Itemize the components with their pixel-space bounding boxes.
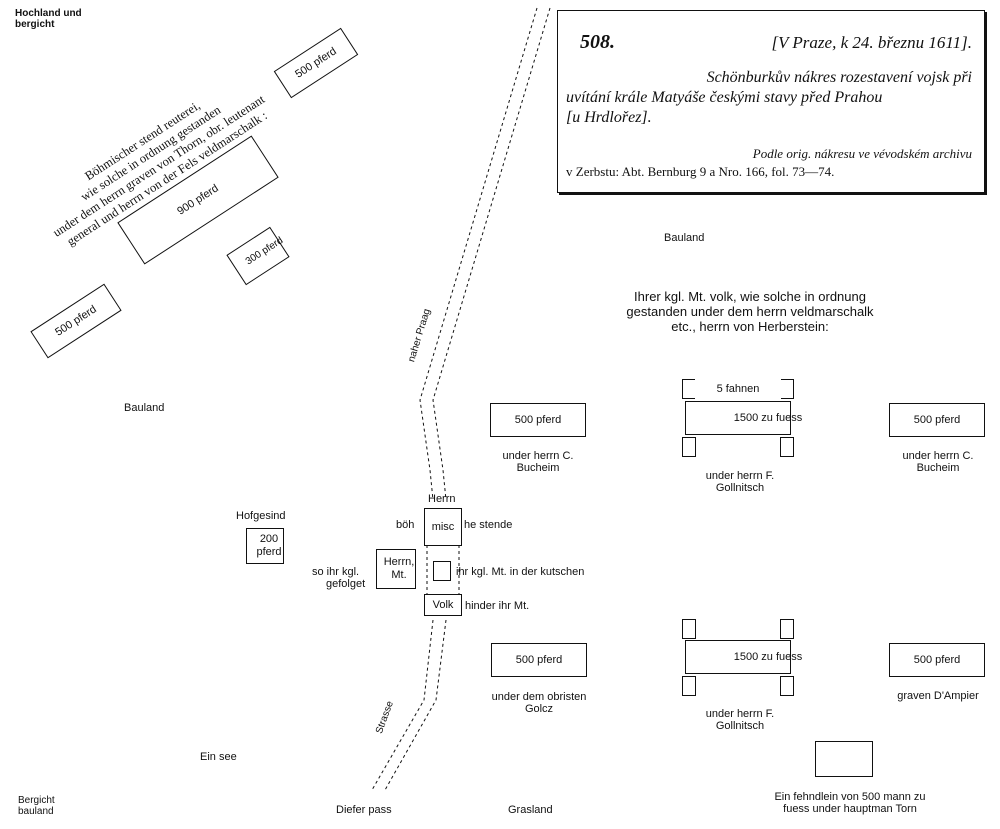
- royal-top-left-caption: under herrn C. Bucheim: [502, 450, 574, 475]
- label-kutschen: ihr kgl. Mt. in der kutschen: [456, 566, 585, 578]
- royal-bottom-right-box: 500 pferd: [889, 643, 985, 677]
- flag-corner: [682, 437, 696, 457]
- royal-top-left-box: 500 pferd: [490, 403, 586, 437]
- flag-corner: [780, 676, 794, 696]
- herrn-box: misc: [424, 508, 462, 546]
- label-bergicht-bauland: Bergicht bauland: [18, 795, 55, 817]
- label-grasland: Grasland: [508, 804, 553, 816]
- label-boehmische-right: he stende: [464, 519, 513, 531]
- royal-bottom-left-caption: under dem obristen Golcz: [491, 691, 587, 716]
- doc-number: 508.: [580, 31, 615, 53]
- label-herrn-so: so ihr kgl.: [312, 566, 360, 578]
- doc-source-line2: v Zerbstu: Abt. Bernburg 9 a Nro. 166, f…: [566, 164, 835, 179]
- road-strasse: [371, 619, 447, 791]
- label-bauland-right: Bauland: [664, 232, 705, 244]
- flag-corner: [780, 437, 794, 457]
- royal-top-right-box: 500 pferd: [889, 403, 985, 437]
- royal-bottom-center-caption: under herrn F. Gollnitsch: [705, 708, 775, 733]
- road-naher-praag: [419, 7, 551, 501]
- label-ein-see: Ein see: [200, 751, 237, 763]
- royal-top-right-caption: under herrn C. Bucheim: [902, 450, 974, 475]
- flag-corner: [780, 379, 794, 399]
- volk-box: Volk: [424, 594, 462, 616]
- fehndlein-box: [815, 741, 873, 777]
- royal-bottom-left-box: 500 pferd: [491, 643, 587, 677]
- doc-date: [V Praze, k 24. březnu 1611].: [771, 33, 972, 52]
- label-diefer-pass: Diefer pass: [336, 804, 392, 816]
- hofgesind-box: 200 pferd: [246, 528, 284, 564]
- label-boehmische-left: böh: [396, 519, 415, 531]
- fehndlein-caption: Ein fehndlein von 500 mann zu fuess unde…: [774, 791, 926, 815]
- royal-heading-3: etc., herrn von Herberstein:: [671, 319, 829, 334]
- doc-title-line2: uvítání krále Matyáše českými stavy před…: [566, 89, 883, 106]
- flag-corner: [780, 619, 794, 639]
- info-box: 508. [V Praze, k 24. březnu 1611]. Schön…: [557, 10, 985, 193]
- doc-source-line1: Podle orig. nákresu ve vévodském archivu: [752, 146, 972, 161]
- royal-heading: Ihrer kgl. Mt. volk, wie solche in ordnu…: [560, 289, 940, 334]
- road-procession: [426, 545, 460, 595]
- royal-top-center-flags: 5 fahnen: [695, 379, 781, 399]
- label-gefolget: gefolget: [326, 578, 366, 590]
- flag-corner: [682, 379, 696, 399]
- royal-bottom-center-box: 1500 zu fuess: [685, 640, 802, 674]
- label-bauland-left: Bauland: [124, 402, 165, 414]
- royal-top-center-box: 1500 zu fuess: [685, 401, 802, 435]
- label-herrn: Herrn: [428, 493, 456, 505]
- herrn-mt-box: Herrn, Mt.: [376, 549, 416, 589]
- kutschen-box: [433, 561, 451, 581]
- doc-title-line3: [u Hrdlořez].: [566, 109, 652, 126]
- royal-top-center-caption: under herrn F. Gollnitsch: [705, 470, 775, 495]
- label-hochland: Hochland und bergicht: [15, 8, 82, 30]
- label-hofgesind: Hofgesind: [236, 510, 286, 522]
- flag-corner: [682, 676, 696, 696]
- royal-heading-2: gestanden under dem herrn veldmarschalk: [626, 304, 874, 319]
- royal-heading-1: Ihrer kgl. Mt. volk, wie solche in ordnu…: [634, 289, 866, 304]
- doc-title-line1: Schönburkův nákres rozestavení vojsk při: [706, 69, 972, 86]
- flag-corner: [682, 619, 696, 639]
- label-hinder: hinder ihr Mt.: [465, 600, 530, 612]
- royal-bottom-right-caption: graven D'Ampier: [897, 690, 979, 702]
